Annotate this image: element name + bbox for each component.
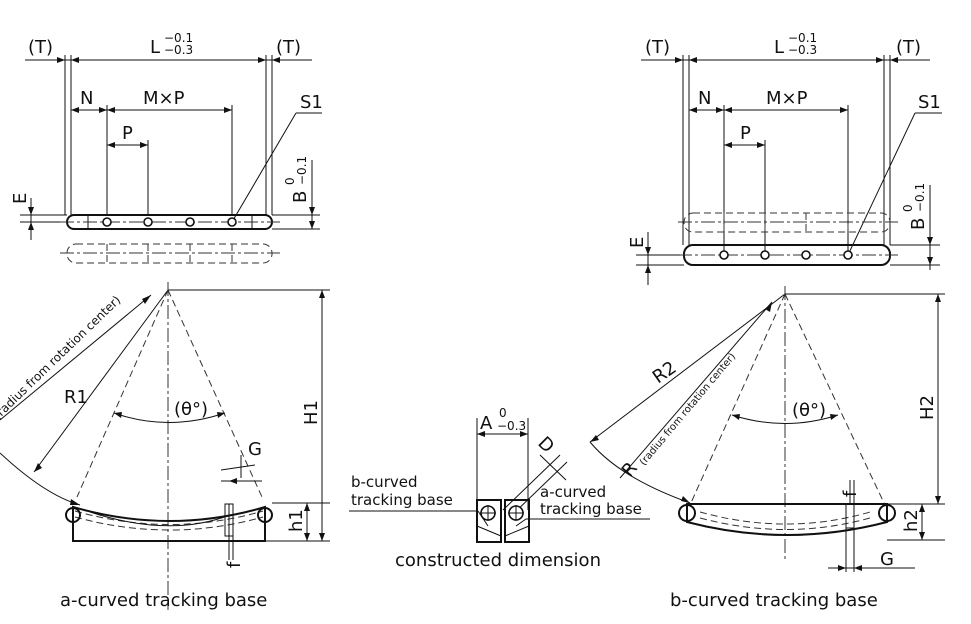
b-T-right-label: (T)	[896, 37, 921, 58]
a-top-view: (T) (T) L −0.1 −0.3 N M×P P S1	[10, 31, 323, 264]
b-P-label: P	[740, 123, 751, 144]
A-upper-tol: 0	[499, 406, 507, 420]
a-E-label: E	[10, 193, 31, 204]
a-R1-label: R1	[64, 387, 88, 408]
b-tracking-label-line1: b-curved	[351, 473, 417, 491]
b-G-label: G	[880, 549, 894, 570]
b-B-lower-tol: −0.1	[913, 183, 927, 212]
b-E-label: E	[627, 237, 648, 248]
a-tracking-label-line2: tracking base	[540, 500, 642, 518]
b-h2-label: h2	[901, 509, 922, 532]
a-front-view: (radius from rotation center) R1 (θ°) G …	[0, 282, 330, 611]
b-L-label: L	[774, 37, 784, 58]
a-G-label: G	[248, 439, 262, 460]
a-MxP-label: M×P	[143, 88, 185, 109]
A-label: A	[480, 413, 493, 434]
b-H2-label: H2	[917, 395, 938, 420]
a-N-label: N	[80, 88, 93, 109]
constructed-view: A 0 −0.3 D b-curved tracking base a-curv…	[349, 406, 650, 571]
a-B-label: B	[290, 191, 311, 203]
a-caption: a-curved tracking base	[60, 590, 267, 611]
b-L-upper-tol: −0.1	[788, 31, 817, 45]
b-S1-label: S1	[918, 92, 941, 113]
a-L-label: L	[150, 37, 160, 58]
a-H1-label: H1	[301, 400, 322, 425]
a-T-left-label: (T)	[28, 37, 53, 58]
a-P-label: P	[122, 123, 133, 144]
a-theta-label: (θ°)	[174, 399, 208, 420]
b-T-left-label: (T)	[645, 37, 670, 58]
a-S1-label: S1	[300, 92, 323, 113]
a-f-label: f	[224, 561, 245, 568]
b-f-label: f	[840, 490, 861, 497]
a-L-upper-tol: −0.1	[164, 31, 193, 45]
a-T-right-label: (T)	[276, 37, 301, 58]
a-B-lower-tol: −0.1	[295, 156, 309, 185]
D-label: D	[533, 433, 558, 458]
b-B-upper-tol: 0	[901, 204, 915, 212]
b-L-lower-tol: −0.3	[788, 43, 817, 57]
a-B-upper-tol: 0	[283, 177, 297, 185]
b-N-label: N	[698, 88, 711, 109]
b-R2-label: R2	[649, 357, 681, 388]
constructed-caption: constructed dimension	[395, 550, 601, 571]
b-B-label: B	[908, 218, 929, 230]
b-theta-label: (θ°)	[792, 400, 826, 421]
b-MxP-label: M×P	[766, 88, 808, 109]
a-L-lower-tol: −0.3	[164, 43, 193, 57]
b-caption: b-curved tracking base	[670, 590, 878, 611]
b-tracking-label-line2: tracking base	[351, 491, 453, 509]
a-tracking-label-line1: a-curved	[540, 483, 606, 501]
b-top-view: (T) (T) L −0.1 −0.3 N M×P P S1	[627, 31, 942, 285]
a-radius-note: (radius from rotation center)	[0, 293, 123, 422]
b-front-view: R2 R (radius from rotation center) (θ°) …	[589, 286, 945, 611]
a-h1-label: h1	[286, 509, 307, 532]
A-lower-tol: −0.3	[497, 419, 526, 433]
